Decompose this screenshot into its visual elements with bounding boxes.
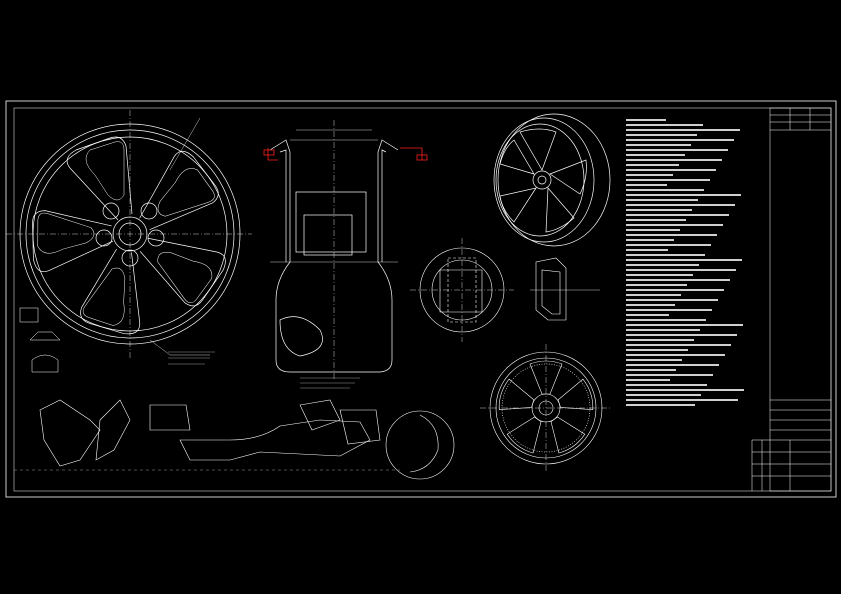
note-line (626, 289, 724, 291)
note-line (626, 174, 673, 176)
note-line (626, 269, 736, 271)
note-line (626, 154, 685, 156)
note-line (626, 354, 725, 356)
note-line (626, 294, 681, 296)
note-line (626, 209, 692, 211)
note-line (626, 159, 722, 161)
iso-view (493, 113, 611, 247)
note-line (626, 334, 737, 336)
note-line (626, 344, 731, 346)
cross-section-highlight (263, 147, 428, 161)
note-line (626, 144, 691, 146)
note-line (626, 264, 699, 266)
note-line (626, 234, 717, 236)
note-line (626, 314, 669, 316)
note-line (626, 134, 697, 136)
front-view (6, 110, 252, 358)
note-line (626, 369, 676, 371)
note-line (626, 164, 679, 166)
note-line (626, 329, 700, 331)
note-line (626, 224, 723, 226)
note-line (626, 239, 674, 241)
note-line (626, 244, 711, 246)
detail-section (410, 238, 514, 342)
note-line (626, 279, 730, 281)
note-line (626, 189, 704, 191)
rear-view (480, 344, 612, 472)
note-line (626, 149, 728, 151)
profile-sections (14, 399, 400, 471)
note-line (626, 229, 680, 231)
note-line (626, 129, 740, 131)
note-line (626, 124, 703, 126)
circle-detail (385, 410, 455, 480)
note-line (626, 384, 707, 386)
note-line (626, 184, 667, 186)
note-line (626, 284, 687, 286)
note-line (626, 324, 743, 326)
note-line (626, 349, 688, 351)
note-line (626, 199, 698, 201)
note-line (626, 254, 705, 256)
general-notes (626, 116, 752, 409)
note-line (626, 379, 670, 381)
note-line (626, 119, 666, 121)
note-line (626, 374, 713, 376)
note-line (626, 179, 710, 181)
note-line (626, 204, 735, 206)
note-line (626, 319, 706, 321)
note-line (626, 299, 718, 301)
note-line (626, 399, 738, 401)
note-line (626, 364, 719, 366)
dimension-labels (168, 351, 360, 389)
note-line (626, 394, 701, 396)
note-line (626, 359, 682, 361)
profile-detail (530, 257, 600, 321)
note-line (626, 194, 741, 196)
title-block (751, 107, 832, 492)
note-line (626, 339, 694, 341)
note-line (626, 219, 686, 221)
front-view-details (19, 307, 61, 373)
cross-section (269, 120, 399, 380)
note-line (626, 404, 695, 406)
note-line (626, 214, 729, 216)
note-line (626, 249, 668, 251)
note-line (626, 304, 675, 306)
note-line (626, 274, 693, 276)
note-line (626, 139, 734, 141)
note-line (626, 259, 742, 261)
note-line (626, 309, 712, 311)
note-line (626, 169, 716, 171)
note-line (626, 389, 744, 391)
